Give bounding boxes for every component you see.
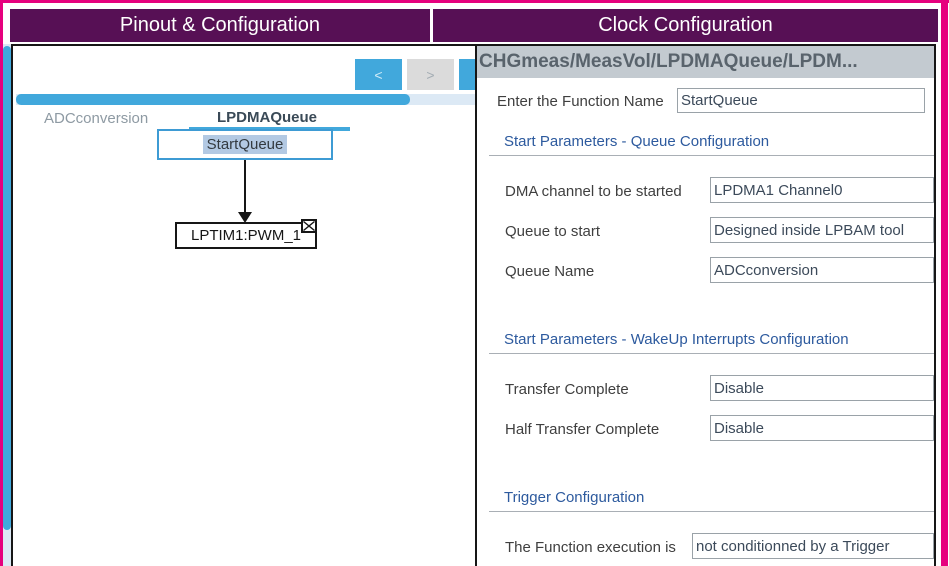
function-name-label: Enter the Function Name bbox=[497, 93, 664, 110]
config-panel-title: CHGmeas/MeasVol/LPDMAQueue/LPDM... bbox=[477, 46, 934, 78]
frame-border-left bbox=[0, 0, 3, 566]
prev-tab-button[interactable]: < bbox=[355, 59, 402, 90]
edge-connector bbox=[244, 160, 246, 212]
vertical-scrollbar-thumb[interactable] bbox=[3, 46, 11, 530]
next-tab-button[interactable]: > bbox=[407, 59, 454, 90]
section-queue-configuration: Start Parameters - Queue Configuration bbox=[504, 133, 770, 150]
tab-pinout-configuration[interactable]: Pinout & Configuration bbox=[10, 9, 430, 42]
queue-diagram-panel: ADCconversion LPDMAQueue < > StartQueue … bbox=[11, 44, 477, 566]
vertical-scrollbar-track[interactable] bbox=[3, 44, 11, 566]
queue-to-start-label: Queue to start bbox=[505, 223, 601, 240]
horizontal-scrollbar-thumb[interactable] bbox=[16, 94, 410, 105]
function-name-input[interactable] bbox=[677, 88, 925, 113]
transfer-complete-input[interactable] bbox=[710, 375, 934, 401]
node-lptim1-label: LPTIM1:PWM_1 bbox=[190, 227, 302, 244]
node-close-icon[interactable] bbox=[301, 219, 317, 233]
function-config-panel: CHGmeas/MeasVol/LPDMAQueue/LPDM... Enter… bbox=[475, 44, 936, 566]
section-divider bbox=[489, 511, 934, 512]
function-execution-label: The Function execution is bbox=[505, 539, 676, 556]
tab-lpdmaqueue[interactable]: LPDMAQueue bbox=[217, 109, 318, 126]
horizontal-scrollbar-track[interactable] bbox=[16, 94, 475, 105]
frame-border-right bbox=[941, 0, 948, 566]
section-divider bbox=[489, 155, 934, 156]
frame-border-top bbox=[0, 0, 949, 3]
dma-channel-label: DMA channel to be started bbox=[505, 183, 682, 200]
transfer-complete-label: Transfer Complete bbox=[505, 381, 629, 398]
queue-name-label: Queue Name bbox=[505, 263, 595, 280]
function-execution-input[interactable] bbox=[692, 533, 934, 559]
section-divider bbox=[489, 353, 934, 354]
nav-button-partial[interactable] bbox=[459, 59, 477, 90]
node-lptim1-pwm1[interactable]: LPTIM1:PWM_1 bbox=[175, 222, 317, 249]
half-transfer-complete-label: Half Transfer Complete bbox=[505, 421, 660, 438]
node-startqueue[interactable]: StartQueue bbox=[157, 129, 333, 160]
queue-name-input[interactable] bbox=[710, 257, 934, 283]
queue-to-start-input[interactable] bbox=[710, 217, 934, 243]
tab-clock-configuration[interactable]: Clock Configuration bbox=[433, 9, 938, 42]
half-transfer-complete-input[interactable] bbox=[710, 415, 934, 441]
dma-channel-input[interactable] bbox=[710, 177, 934, 203]
section-wakeup-interrupts: Start Parameters - WakeUp Interrupts Con… bbox=[504, 331, 849, 348]
edge-arrowhead-icon bbox=[238, 212, 252, 223]
node-startqueue-label: StartQueue bbox=[202, 135, 288, 154]
tab-adcconversion[interactable]: ADCconversion bbox=[44, 110, 149, 127]
section-trigger-configuration: Trigger Configuration bbox=[504, 489, 645, 506]
